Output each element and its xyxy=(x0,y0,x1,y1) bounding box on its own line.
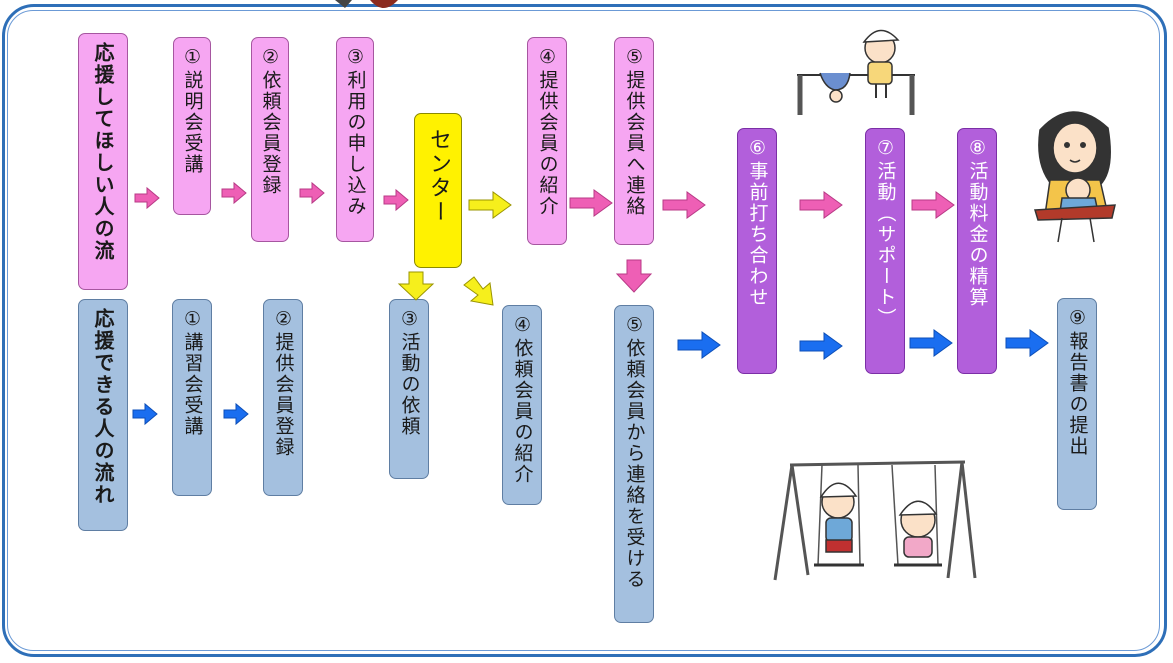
step-r2-box: ②依頼会員登録 xyxy=(251,37,289,242)
step-s2-label: ②提供会員登録 xyxy=(272,308,295,458)
step-s3-box: ③活動の依頼 xyxy=(389,299,429,479)
step-s5-box: ⑤依頼会員から連絡を受ける xyxy=(614,305,654,623)
step-c7-label: ⑦活動（サポート） xyxy=(874,137,897,329)
step-s4-box: ④依頼会員の紹介 xyxy=(502,305,542,505)
step-r4-label: ④提供会員の紹介 xyxy=(536,46,559,217)
step-c9-label: ⑨報告書の提出 xyxy=(1066,307,1089,457)
step-c9-box: ⑨報告書の提出 xyxy=(1057,298,1097,510)
step-r1-box: ①説明会受講 xyxy=(173,37,211,215)
step-s1-box: ①講習会受講 xyxy=(172,299,212,496)
step-r4-box: ④提供会員の紹介 xyxy=(527,37,567,245)
step-c8-label: ⑧活動料金の精算 xyxy=(966,137,989,308)
request-row-title-text: 応援してほしい人の流 xyxy=(91,42,115,262)
diagram-frame xyxy=(2,4,1167,657)
step-s5-label: ⑤依頼会員から連絡を受ける xyxy=(623,314,646,590)
step-r5-label: ⑤提供会員へ連絡 xyxy=(623,46,646,217)
step-s3-label: ③活動の依頼 xyxy=(398,308,421,437)
support-row-title: 応援できる人の流れ xyxy=(78,299,128,531)
step-c7-box: ⑦活動（サポート） xyxy=(865,128,905,374)
step-r3-box: ③利用の申し込み xyxy=(336,37,374,242)
step-r3-label: ③利用の申し込み xyxy=(344,46,367,217)
center-label: センター xyxy=(426,128,451,224)
step-r1-label: ①説明会受講 xyxy=(181,46,204,175)
step-c8-box: ⑧活動料金の精算 xyxy=(957,128,997,374)
support-row-title-text: 応援できる人の流れ xyxy=(91,308,115,506)
step-c6-label: ⑥事前打ち合わせ xyxy=(746,137,769,308)
step-s2-box: ②提供会員登録 xyxy=(263,299,303,496)
step-s1-label: ①講習会受講 xyxy=(181,308,204,437)
step-r5-box: ⑤提供会員へ連絡 xyxy=(614,37,654,245)
diagram-frame-inner xyxy=(7,10,1160,651)
center-box: センター xyxy=(414,113,462,268)
step-s4-label: ④依頼会員の紹介 xyxy=(511,314,534,485)
step-c6-box: ⑥事前打ち合わせ xyxy=(737,128,777,374)
step-r2-label: ②依頼会員登録 xyxy=(259,46,282,196)
request-row-title: 応援してほしい人の流 xyxy=(78,33,128,290)
